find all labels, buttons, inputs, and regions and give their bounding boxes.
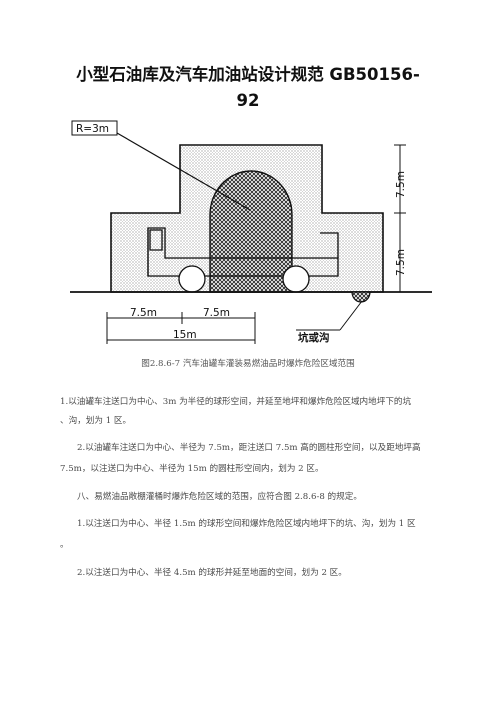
radius-label-box bbox=[71, 120, 118, 136]
paragraph-5: 2.以注送口为中心、半径 4.5m 的球形并延至地面的空间，划为 2 区。 bbox=[77, 568, 347, 578]
paragraph-3: 八、易燃油品敞棚灌桶时爆炸危险区域的范围，应符合图 2.8.6-8 的规定。 bbox=[77, 492, 362, 502]
document-title-line-1: 小型石油库及汽车加油站设计规范 GB50156- bbox=[76, 65, 420, 84]
paragraph-1: 1.以油罐车注送口为中心、3m 为半径的球形空间，并延至地坪和爆炸危险区域内地坪… bbox=[60, 397, 412, 407]
pit bbox=[351, 291, 371, 303]
dim-bottom-total: 15m bbox=[173, 329, 197, 341]
paragraph-2-continued: 7.5m，以注送口为中心、半径为 15m 的圆柱形空间内，划为 2 区。 bbox=[60, 464, 324, 474]
dim-right-bottom: 7.5m bbox=[395, 249, 407, 276]
paragraph-4: 1.以注送口为中心、半径 1.5m 的球形空间和爆炸危险区域内地坪下的坑、沟，划… bbox=[77, 519, 416, 529]
width-dimension bbox=[106, 312, 256, 344]
height-dimension bbox=[394, 144, 406, 293]
radius-label: R=3m bbox=[76, 123, 109, 135]
paragraph-1-continued: 、沟，划为 1 区。 bbox=[60, 416, 132, 426]
dim-bottom-mid: 7.5m bbox=[203, 307, 230, 319]
truck-wheel-rear bbox=[282, 265, 310, 293]
zone-1-area bbox=[209, 170, 293, 293]
pit-leader bbox=[339, 300, 363, 331]
document-title: 小型石油库及汽车加油站设计规范 GB50156- 92 bbox=[40, 62, 456, 114]
dim-right-top: 7.5m bbox=[395, 171, 407, 198]
tanker-truck bbox=[147, 227, 339, 293]
pit-label: 坑或沟 bbox=[298, 331, 330, 344]
paragraph-2: 2.以油罐车注送口为中心、半径为 7.5m，距注送口 7.5m 高的圆柱形空间，… bbox=[77, 443, 421, 453]
truck-wheel-front bbox=[178, 265, 206, 293]
paragraph-4-continued: 。 bbox=[60, 540, 69, 550]
radius-leader bbox=[116, 132, 251, 211]
figure-caption: 图2.8.6-7 汽车油罐车灌装易燃油品时爆炸危险区域范围 bbox=[141, 359, 355, 369]
document-title-line-2: 92 bbox=[236, 91, 260, 110]
dim-bottom-left: 7.5m bbox=[130, 307, 157, 319]
